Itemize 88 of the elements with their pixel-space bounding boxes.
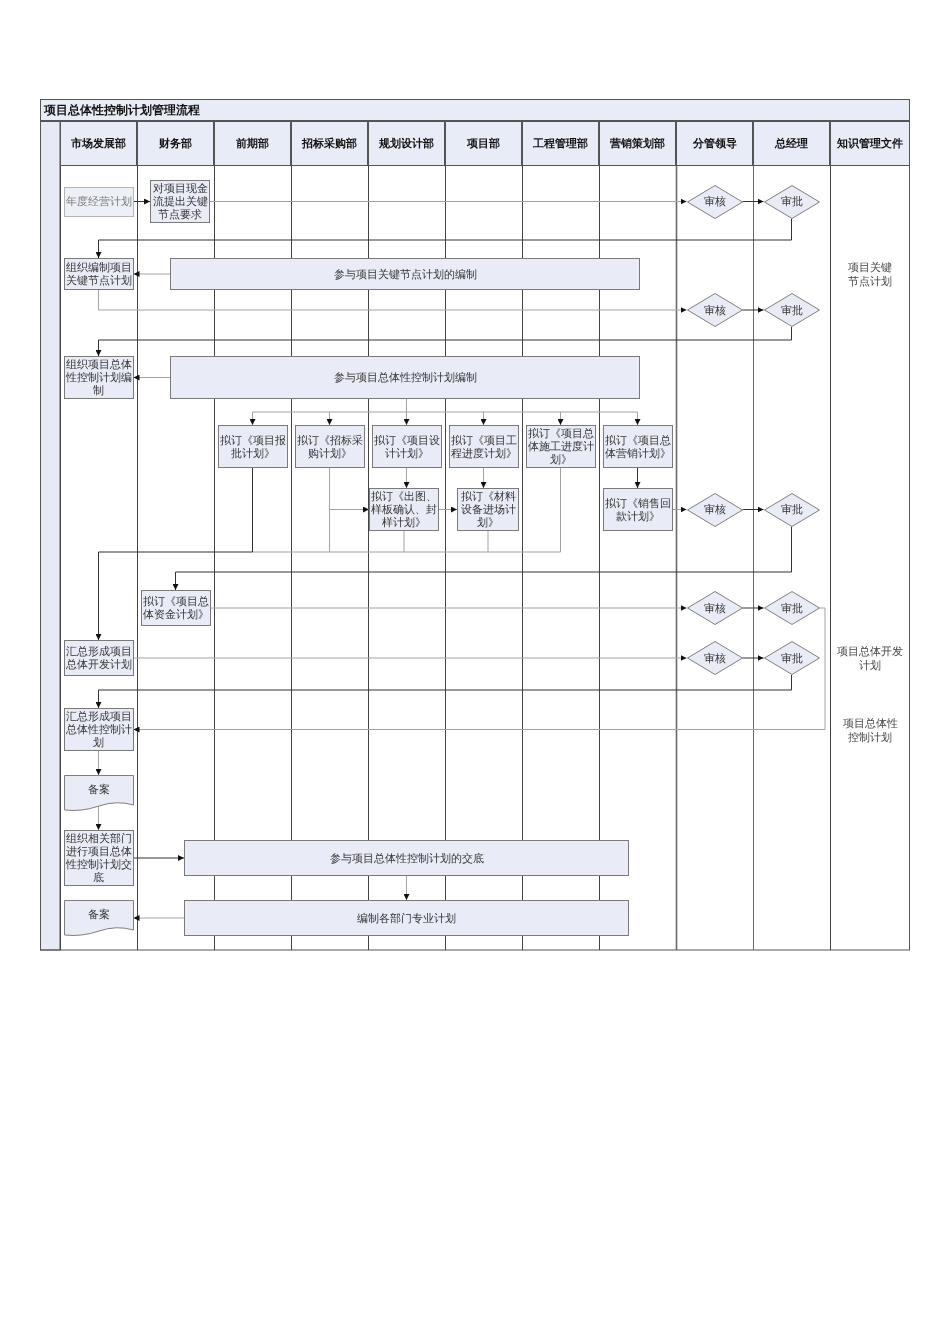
process-box: 参与项目关键节点计划的编制 <box>170 258 640 290</box>
arrow <box>98 289 687 313</box>
arrow <box>133 855 185 861</box>
file-label: 项目总体性控制计划 <box>841 716 899 744</box>
lane-header: 项目部 <box>445 121 522 166</box>
decision-diamond: 审批 <box>763 591 820 625</box>
decision-diamond: 审批 <box>763 293 820 327</box>
process-box: 拟订《项目总体施工进度计划》 <box>525 425 596 468</box>
process-box: 参与项目总体性控制计划编制 <box>170 356 640 399</box>
process-box: 拟订《项目设计计划》 <box>371 425 442 468</box>
arrow <box>133 655 687 661</box>
arrow <box>133 271 171 277</box>
arrow <box>95 674 792 709</box>
process-box: 拟订《项目总体资金计划》 <box>140 590 211 626</box>
lane-header: 前期部 <box>214 121 291 166</box>
arrow <box>634 411 641 426</box>
lane-header: 招标采购部 <box>291 121 368 166</box>
decision-diamond: 审核 <box>686 293 743 327</box>
arrow <box>133 198 151 205</box>
lane-header: 工程管理部 <box>522 121 599 166</box>
arrow <box>742 198 764 205</box>
lane-header: 总经理 <box>753 121 830 166</box>
arrow <box>133 607 826 733</box>
arrow <box>742 605 764 611</box>
arrow <box>95 750 102 776</box>
process-box: 编制各部门专业计划 <box>184 900 629 936</box>
process-box: 拟订《项目报批计划》 <box>217 425 288 468</box>
decision-diamond: 审批 <box>763 184 820 219</box>
process-box: 组织项目总体性控制计划编制 <box>63 356 134 399</box>
arrow <box>742 307 764 313</box>
process-box: 参与项目总体性控制计划的交底 <box>184 840 629 876</box>
process-box: 汇总形成项目总体性控制计划 <box>63 708 134 751</box>
connector-line <box>329 509 330 553</box>
lane-header: 分管领导 <box>676 121 753 166</box>
document-shape: 备案 <box>63 775 134 811</box>
arrow <box>438 506 458 513</box>
arrow <box>95 805 102 831</box>
arrow <box>133 374 171 381</box>
process-box: 对项目现金流提出关键节点要求 <box>150 180 210 223</box>
process-box: 组织编制项目关键节点计划 <box>63 258 134 290</box>
process-box: 拟订《项目总体营销计划》 <box>602 425 673 468</box>
decision-diamond: 审核 <box>686 184 743 219</box>
connector-line <box>252 551 561 553</box>
arrow <box>329 506 370 513</box>
decision-diamond: 审核 <box>686 591 743 625</box>
title-bar: 项目总体性控制计划管理流程 <box>40 99 910 121</box>
arrow <box>95 326 792 357</box>
lane-header: 营销策划部 <box>599 121 676 166</box>
connector-line <box>329 467 330 510</box>
arrow <box>210 605 687 611</box>
arrow <box>742 506 764 513</box>
arrow <box>326 411 333 426</box>
process-box: 组织相关部门进行项目总体性控制计划交底 <box>63 830 134 886</box>
connector-line <box>560 467 561 553</box>
arrow <box>480 467 487 489</box>
decision-diamond: 审批 <box>763 641 820 675</box>
lane-header: 财务部 <box>137 121 214 166</box>
connector-line <box>252 467 253 553</box>
document-shape: 备案 <box>63 900 134 936</box>
file-label: 项目关键节点计划 <box>847 260 893 288</box>
process-box: 拟订《招标采购计划》 <box>294 425 365 468</box>
arrow <box>403 467 410 489</box>
process-box: 拟订《销售回款计划》 <box>602 488 673 531</box>
arrow <box>95 218 792 259</box>
arrow <box>480 411 487 426</box>
arrow <box>95 551 253 641</box>
connector-line <box>487 530 489 553</box>
connector-line <box>403 530 405 553</box>
arrow <box>672 506 687 513</box>
arrow <box>172 526 792 591</box>
lane-header: 规划设计部 <box>368 121 445 166</box>
arrow <box>209 198 687 205</box>
file-label: 项目总体开发计划 <box>836 644 904 672</box>
process-box: 年度经营计划 <box>63 186 134 217</box>
decision-diamond: 审核 <box>686 492 743 527</box>
lane-header: 知识管理文件 <box>830 121 910 166</box>
process-box: 汇总形成项目总体开发计划 <box>63 640 134 676</box>
arrow <box>634 467 641 489</box>
lane-header: 市场发展部 <box>60 121 137 166</box>
arrow <box>403 875 410 901</box>
decision-diamond: 审核 <box>686 641 743 675</box>
process-box: 拟订《材料设备进场计划》 <box>457 488 519 531</box>
arrow <box>557 411 564 426</box>
process-box: 拟订《出图、样板确认、封样计划》 <box>369 488 439 531</box>
arrow <box>742 655 764 661</box>
arrow <box>133 915 185 921</box>
decision-diamond: 审批 <box>763 492 820 527</box>
process-box: 拟订《项目工程进度计划》 <box>448 425 519 468</box>
